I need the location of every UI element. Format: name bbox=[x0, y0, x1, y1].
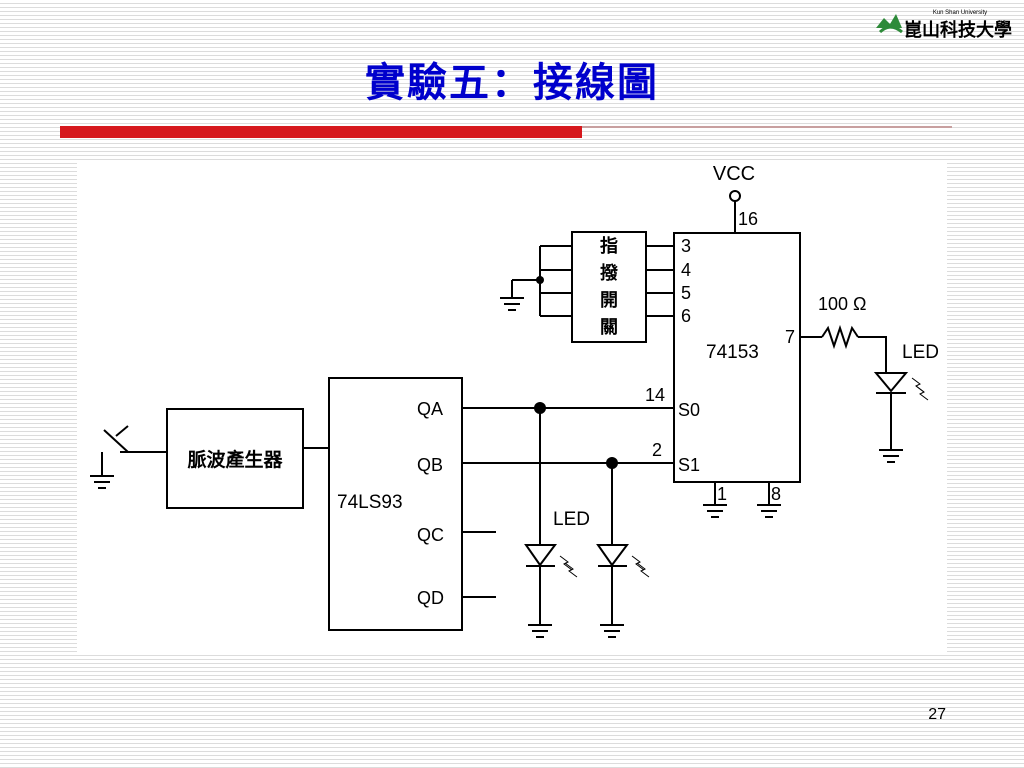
logo-text-chinese: 崑山科技大學 bbox=[904, 19, 1012, 41]
diagram-panel: VCC 16 指 撥 開 關 3 4 5 6 74153 7 100 Ω LED… bbox=[77, 162, 947, 654]
ic-74ls93-body bbox=[328, 377, 463, 631]
qd-label: QD bbox=[417, 588, 444, 608]
pin-4-label: 4 bbox=[681, 260, 691, 280]
pulse-generator-box bbox=[166, 408, 304, 509]
pin-14-label: 14 bbox=[645, 385, 665, 405]
slide-title: 實驗五：接線圖 bbox=[365, 59, 659, 106]
counter-led-label: LED bbox=[553, 509, 590, 530]
dip-switch-char-4: 關 bbox=[600, 317, 618, 338]
output-led bbox=[873, 372, 909, 393]
circuit-diagram: VCC 16 指 撥 開 關 3 4 5 6 74153 7 100 Ω LED… bbox=[90, 163, 939, 638]
logo-text-english: Kun Shan University bbox=[933, 10, 987, 16]
s1-label: S1 bbox=[678, 455, 700, 475]
pin-1-label: 1 bbox=[717, 484, 727, 504]
pin-5-label: 5 bbox=[681, 283, 691, 303]
qa-led bbox=[524, 544, 557, 567]
dip-switch-char-1: 指 bbox=[600, 235, 618, 257]
dip-switch-body bbox=[571, 231, 647, 343]
dip-switch-char-2: 撥 bbox=[600, 262, 619, 284]
ic-74153-label: 74153 bbox=[706, 342, 759, 363]
junction-qa bbox=[534, 402, 546, 414]
qb-label: QB bbox=[417, 455, 443, 475]
title-underline-thin bbox=[582, 126, 952, 128]
pin-6-label: 6 bbox=[681, 306, 691, 326]
qb-led bbox=[596, 544, 629, 567]
junction-dip-ground bbox=[536, 276, 544, 284]
university-logo: Kun Shan University 崑山科技大學 bbox=[876, 10, 1012, 41]
pulse-generator-label: 脈波產生器 bbox=[187, 448, 283, 471]
pin-2-label: 2 bbox=[652, 440, 662, 460]
qc-label: QC bbox=[417, 525, 444, 545]
qa-label: QA bbox=[417, 399, 443, 419]
vcc-terminal bbox=[729, 190, 741, 202]
ic-74ls93-label: 74LS93 bbox=[337, 492, 403, 513]
dip-switch-char-3: 開 bbox=[600, 290, 618, 311]
page-number: 27 bbox=[928, 706, 946, 723]
pin-16-label: 16 bbox=[738, 209, 758, 229]
pin-3-label: 3 bbox=[681, 236, 691, 256]
junction-qb bbox=[606, 457, 618, 469]
s0-label: S0 bbox=[678, 400, 700, 420]
resistor-label: 100 Ω bbox=[818, 294, 867, 314]
output-led-label: LED bbox=[902, 342, 939, 363]
pin-7-label: 7 bbox=[785, 327, 795, 347]
switch-lever bbox=[103, 429, 129, 453]
title-underline-red bbox=[60, 126, 582, 138]
ic-74153-body bbox=[673, 232, 801, 483]
resistor-100-ohm bbox=[821, 324, 859, 350]
pin-8-label: 8 bbox=[771, 484, 781, 504]
vcc-label: VCC bbox=[713, 163, 755, 185]
